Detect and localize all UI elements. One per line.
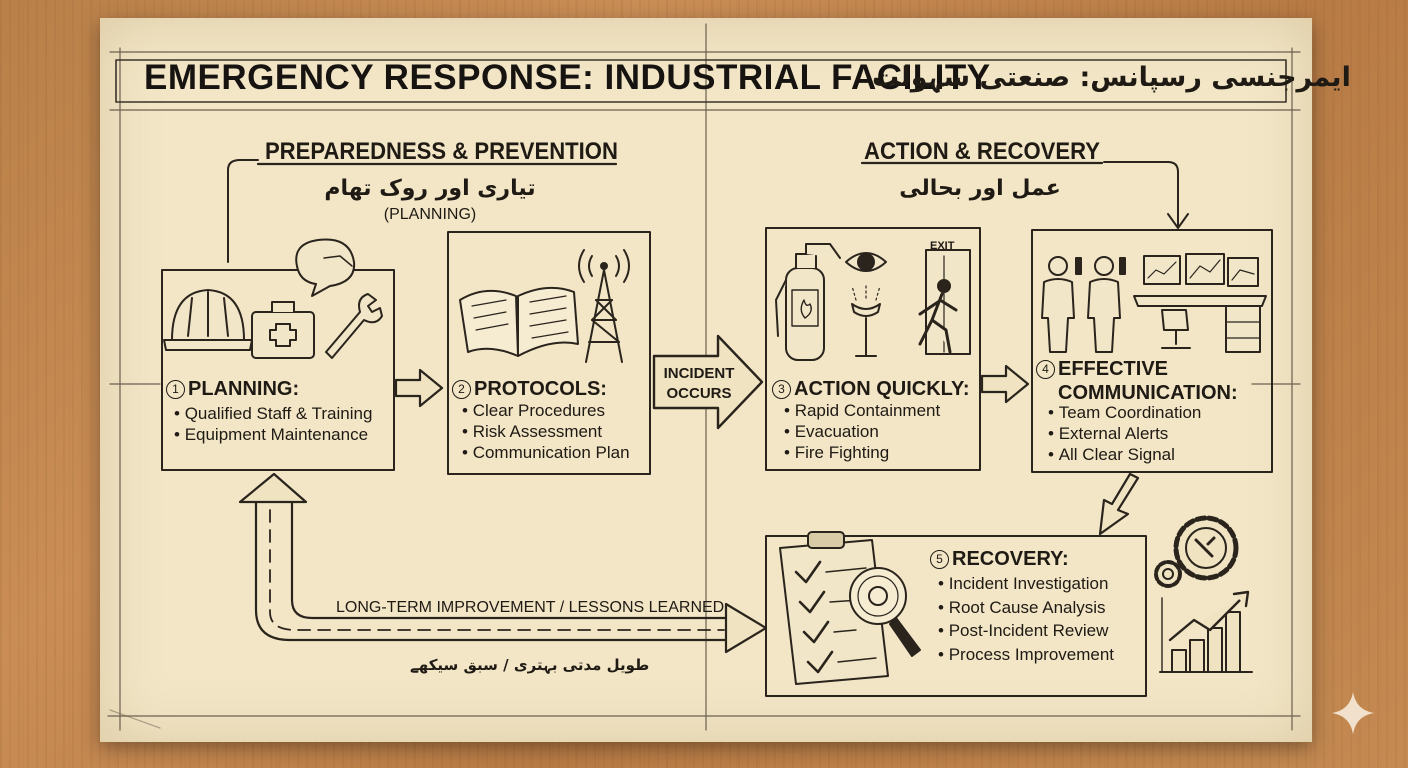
growth-bar-chart-icon	[1159, 590, 1253, 673]
wrench-icon	[325, 293, 383, 359]
magnifying-glass-icon	[849, 567, 921, 657]
frame-lines	[107, 23, 1301, 731]
step-protocols-items: Clear Procedures Risk Assessment Communi…	[462, 400, 630, 463]
incident-occurs-label: INCIDENT OCCURS	[656, 364, 742, 404]
step-number-badge: 1	[166, 380, 185, 399]
page-title-urdu: ایمرجنسی رسپانس: صنعتی سہولت	[872, 62, 1351, 93]
arrow-communication-to-recovery	[1098, 472, 1140, 536]
feedback-label: LONG-TERM IMPROVEMENT / LESSONS LEARNED	[336, 599, 725, 616]
list-item: Clear Procedures	[462, 400, 630, 421]
sparkle-icon	[1332, 692, 1374, 734]
step-communication-items: Team Coordination External Alerts All Cl…	[1048, 402, 1202, 465]
step-title-text: ACTION QUICKLY:	[794, 378, 970, 400]
exit-running-person-icon	[918, 249, 971, 355]
control-desk-monitors-icon	[1133, 253, 1267, 353]
box-planning-frame	[161, 269, 395, 471]
feedback-label-urdu: طویل مدتی بہتری / سبق سیکھے	[410, 656, 650, 674]
step-number-badge: 2	[452, 380, 471, 399]
step-number-badge: 3	[772, 380, 791, 399]
list-item: Qualified Staff & Training	[174, 403, 373, 424]
list-item: Root Cause Analysis	[938, 596, 1114, 620]
step-title-line-1: EFFECTIVE	[1058, 358, 1169, 380]
section-title-action: ACTION & RECOVERY	[864, 138, 1100, 165]
list-item: Post-Incident Review	[938, 619, 1114, 643]
arrow-feedback-loop	[238, 472, 768, 654]
arrow-planning-to-protocols	[394, 368, 444, 408]
step-number-badge: 5	[930, 550, 949, 569]
box-communication-frame	[1031, 229, 1273, 473]
arrow-action-to-communication	[980, 364, 1030, 404]
action-connector	[1103, 161, 1179, 227]
eyewash-station-icon	[845, 252, 887, 357]
list-item: External Alerts	[1048, 423, 1201, 444]
first-aid-kit-icon	[251, 301, 315, 359]
action-connector-head	[1167, 213, 1189, 229]
title-banner-frame	[115, 59, 1287, 103]
step-recovery-items: Incident Investigation Root Cause Analys…	[938, 572, 1114, 666]
step-title-line-2: COMMUNICATION:	[1058, 382, 1238, 404]
list-item: Rapid Containment	[784, 400, 941, 421]
prep-connector	[227, 159, 259, 263]
list-item: Risk Assessment	[462, 421, 630, 442]
box-action-frame	[765, 227, 981, 471]
incident-line-2: OCCURS	[666, 385, 732, 402]
speech-bubble-icon	[295, 238, 356, 297]
step-planning-items: Qualified Staff & Training Equipment Mai…	[174, 403, 373, 445]
arrow-incident-occurs	[652, 334, 764, 430]
list-item: Process Improvement	[938, 643, 1114, 667]
list-item: Evacuation	[784, 421, 940, 442]
step-number-badge: 4	[1036, 360, 1055, 379]
list-item: Team Coordination	[1048, 402, 1202, 423]
radio-tower-icon	[578, 249, 630, 363]
step-title-text: RECOVERY:	[952, 548, 1069, 570]
section-title-preparedness: PREPAREDNESS & PREVENTION	[264, 138, 618, 165]
list-item: All Clear Signal	[1048, 444, 1201, 465]
list-item: Incident Investigation	[938, 572, 1114, 596]
radio-operators-icon	[1041, 256, 1126, 353]
exit-sign-label: EXIT	[930, 240, 955, 252]
section-urdu-preparedness: تیاری اور روک تھام	[324, 176, 536, 201]
gears-icon	[1154, 515, 1239, 588]
box-protocols-frame	[447, 231, 651, 475]
box-recovery-frame	[765, 535, 1147, 697]
list-item: Communication Plan	[462, 442, 630, 463]
step-title-text: PROTOCOLS:	[474, 378, 607, 400]
open-book-icon	[459, 286, 579, 357]
list-item: Equipment Maintenance	[174, 424, 372, 445]
incident-line-1: INCIDENT	[663, 365, 735, 382]
hard-hat-icon	[163, 289, 253, 351]
section-note-planning: (PLANNING)	[383, 206, 477, 223]
page-title: EMERGENCY RESPONSE: INDUSTRIAL FACILITY	[144, 58, 991, 97]
step-title-text: PLANNING:	[188, 378, 300, 400]
step-action-items: Rapid Containment Evacuation Fire Fighti…	[784, 400, 941, 463]
fire-extinguisher-icon	[775, 243, 841, 361]
list-item: Fire Fighting	[784, 442, 940, 463]
section-urdu-action: عمل اور بحالی	[899, 176, 1061, 201]
